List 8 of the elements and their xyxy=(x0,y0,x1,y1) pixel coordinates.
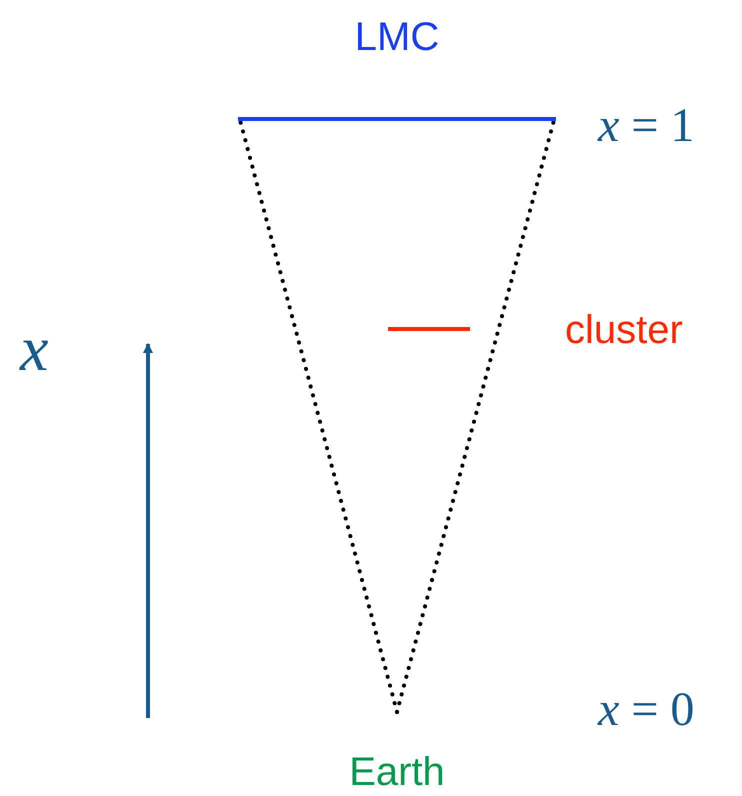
cluster-label: cluster xyxy=(565,308,683,353)
sight-line xyxy=(395,120,556,714)
position-label: x = 0 xyxy=(598,682,694,737)
axis-label: x xyxy=(20,312,48,386)
lmc-label: LMC xyxy=(354,15,440,60)
earth-label: Earth xyxy=(349,750,445,795)
position-label: x = 1 xyxy=(598,98,694,153)
sight-line xyxy=(238,120,399,714)
